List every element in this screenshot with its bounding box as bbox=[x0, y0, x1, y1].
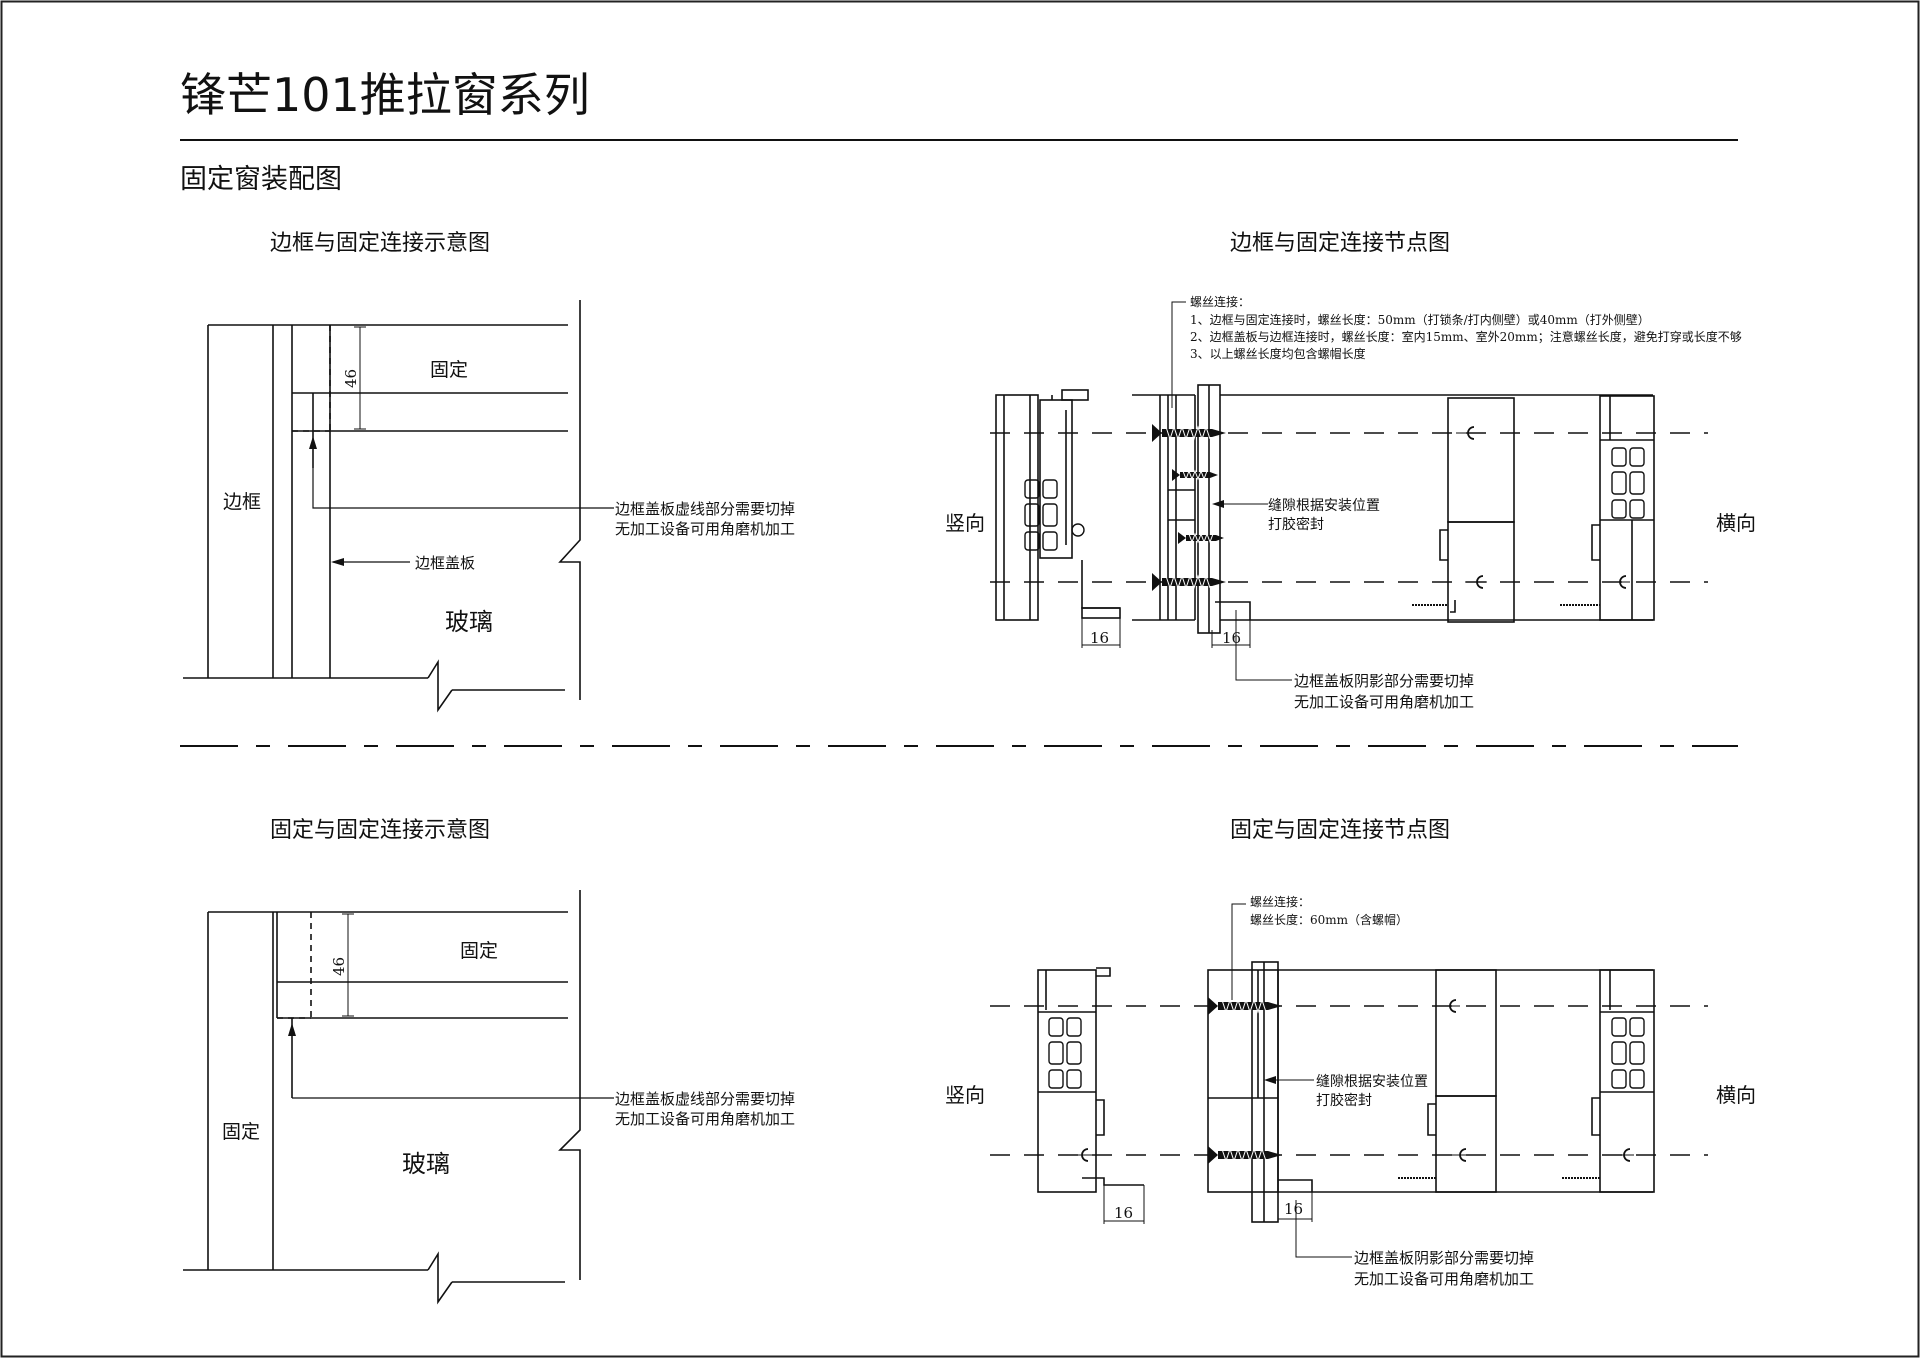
panel4-cut-note-line1: 边框盖板阴影部分需要切掉 bbox=[1354, 1249, 1534, 1267]
panel4-screw-note1: 螺丝长度：60mm（含螺帽） bbox=[1250, 912, 1408, 927]
panel2-screw-note1: 1、边框与固定连接时，螺丝长度：50mm（打锁条/打内侧壁）或40mm（打外侧壁… bbox=[1190, 312, 1650, 327]
page-subtitle: 固定窗装配图 bbox=[180, 164, 342, 195]
panel1-title: 边框与固定连接示意图 bbox=[270, 231, 490, 256]
panel3-note-line1: 边框盖板虚线部分需要切掉 bbox=[615, 1090, 795, 1108]
panel1-label-glass: 玻璃 bbox=[445, 608, 493, 636]
panel1-note-line1: 边框盖板虚线部分需要切掉 bbox=[615, 500, 795, 518]
panel3-label-fixed-left: 固定 bbox=[222, 1121, 260, 1143]
panel2-screw-title: 螺丝连接： bbox=[1190, 294, 1250, 309]
panel2-screw-note2: 2、边框盖板与边框连接时，螺丝长度：室内15mm、室外20mm；注意螺丝长度，避… bbox=[1190, 329, 1742, 344]
page-title: 锋芒101推拉窗系列 bbox=[180, 68, 590, 122]
panel2-title: 边框与固定连接节点图 bbox=[1230, 231, 1450, 256]
panel1-label-frame: 边框 bbox=[223, 491, 261, 513]
panel2-cut-note-line2: 无加工设备可用角磨机加工 bbox=[1294, 693, 1474, 711]
panel2-label-horizontal: 横向 bbox=[1716, 511, 1756, 535]
panel3-label-glass: 玻璃 bbox=[402, 1150, 450, 1178]
panel1-dim-46: 46 bbox=[342, 369, 360, 388]
panel-fixed-fixed-schematic: 固定与固定连接示意图 46 固定 固定 玻璃 边框盖板虚线部分需要切掉 无加工设… bbox=[183, 818, 795, 1305]
panel2-screw-note3: 3、以上螺丝长度均包含螺帽长度 bbox=[1190, 346, 1366, 361]
panel4-title: 固定与固定连接节点图 bbox=[1230, 818, 1450, 843]
panel1-note-line2: 无加工设备可用角磨机加工 bbox=[615, 520, 795, 538]
panel3-note-line2: 无加工设备可用角磨机加工 bbox=[615, 1110, 795, 1128]
panel3-title: 固定与固定连接示意图 bbox=[270, 818, 490, 843]
panel1-label-cover: 边框盖板 bbox=[415, 554, 475, 572]
panel1-label-fixed: 固定 bbox=[430, 359, 468, 381]
panel4-gap-note-line1: 缝隙根据安装位置 bbox=[1316, 1074, 1428, 1090]
panel-frame-fixed-node-detail: 边框与固定连接节点图 螺丝连接： 1、边框与固定连接时，螺丝长度：50mm（打锁… bbox=[945, 231, 1756, 711]
panel4-label-vertical: 竖向 bbox=[945, 1083, 985, 1107]
panel2-label-vertical: 竖向 bbox=[945, 511, 985, 535]
panel-fixed-fixed-node-detail: 固定与固定连接节点图 螺丝连接： 螺丝长度：60mm（含螺帽） bbox=[945, 818, 1756, 1288]
panel4-cut-note-line2: 无加工设备可用角磨机加工 bbox=[1354, 1270, 1534, 1288]
panel-frame-fixed-schematic: 边框与固定连接示意图 46 固定 边框 边框盖板 玻璃 边框盖板虚线部分需 bbox=[183, 231, 795, 713]
panel3-dim-46: 46 bbox=[330, 957, 348, 976]
panel2-dim-right: 16 bbox=[1222, 629, 1241, 647]
panel3-label-fixed-top: 固定 bbox=[460, 940, 498, 962]
panel4-screw-title: 螺丝连接： bbox=[1250, 894, 1310, 909]
panel4-label-horizontal: 横向 bbox=[1716, 1083, 1756, 1107]
panel2-gap-note-line1: 缝隙根据安装位置 bbox=[1268, 498, 1380, 514]
panel2-cut-note-line1: 边框盖板阴影部分需要切掉 bbox=[1294, 672, 1474, 690]
panel2-dim-left: 16 bbox=[1090, 629, 1109, 647]
panel4-dim-right: 16 bbox=[1284, 1200, 1303, 1218]
panel2-gap-note-line2: 打胶密封 bbox=[1268, 516, 1324, 533]
panel4-dim-left: 16 bbox=[1114, 1204, 1133, 1222]
panel4-gap-note-line2: 打胶密封 bbox=[1316, 1092, 1372, 1109]
